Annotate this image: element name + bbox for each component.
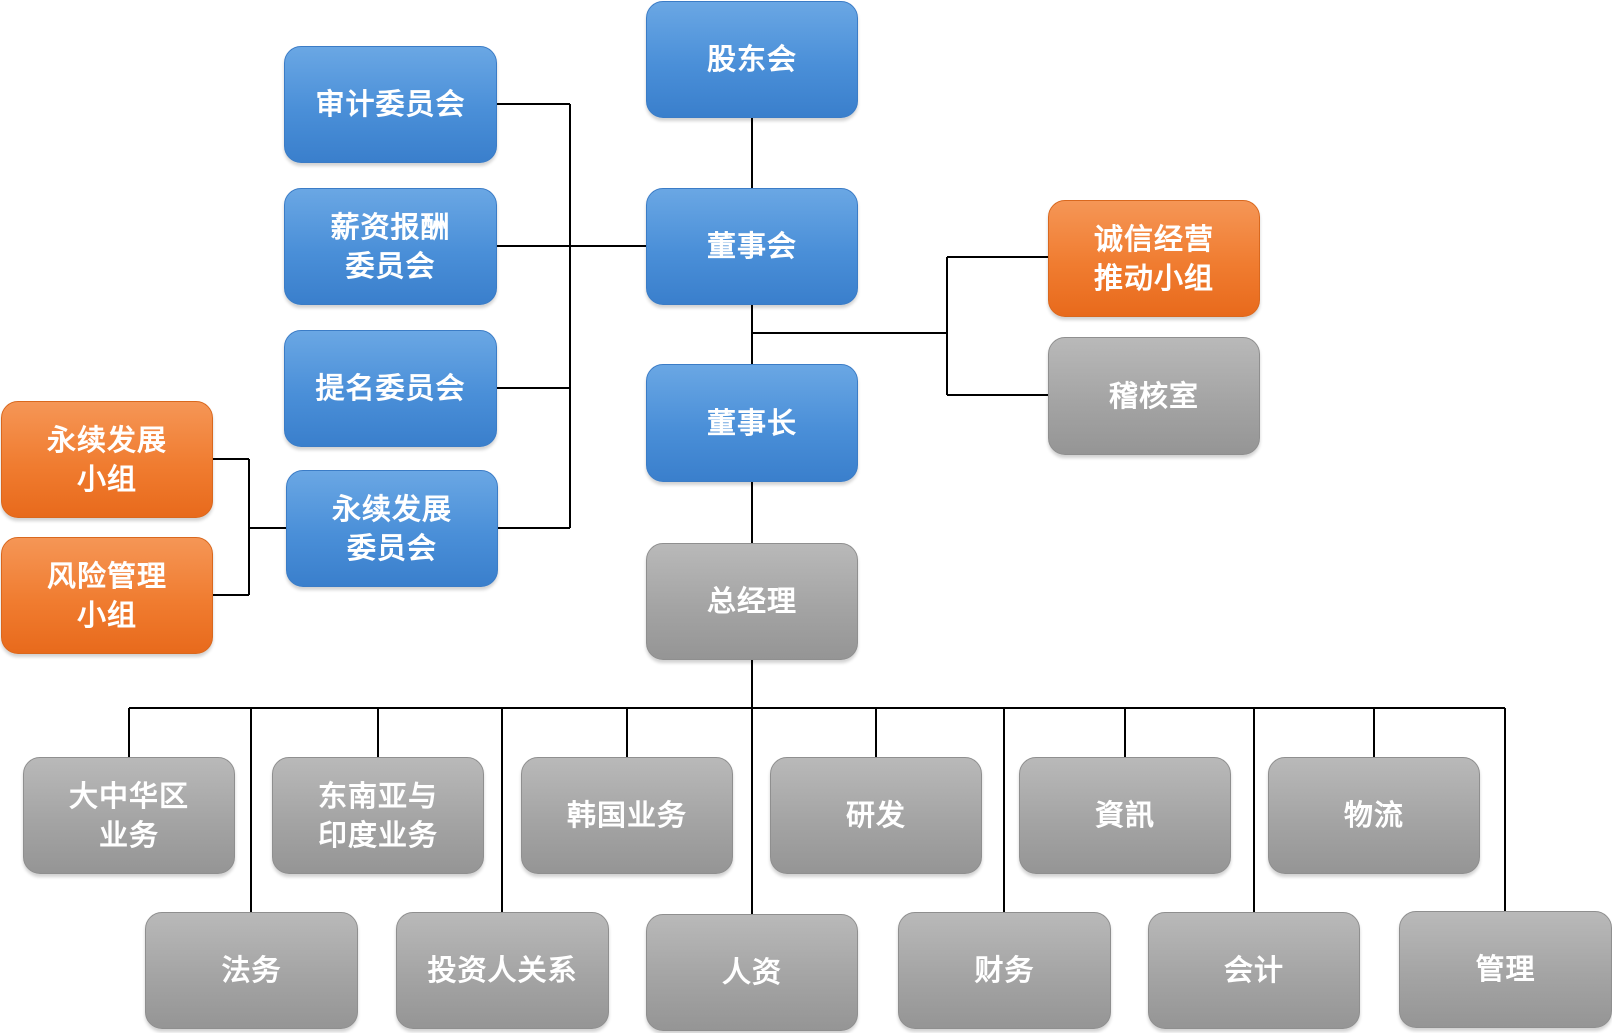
chairman-node: 董事长 [646,364,858,482]
sustainability-group-node: 永续发展 小组 [1,401,213,518]
compensation-committee-node: 薪资报酬 委员会 [284,188,497,305]
investor-relations-node: 投资人关系 [396,912,609,1029]
finance-node: 财务 [898,912,1111,1029]
it-node: 資訊 [1019,757,1231,874]
risk-management-group-node: 风险管理 小组 [1,537,213,654]
general-manager-node: 总经理 [646,543,858,660]
board-node: 董事会 [646,188,858,305]
accounting-node: 会计 [1148,912,1360,1029]
management-node: 管理 [1399,911,1612,1028]
logistics-node: 物流 [1268,757,1480,874]
legal-node: 法务 [145,912,358,1029]
rnd-node: 研发 [770,757,982,874]
korea-business-node: 韩国业务 [521,757,733,874]
greater-china-business-node: 大中华区 业务 [23,757,235,874]
integrity-group-node: 诚信经营 推动小组 [1048,200,1260,317]
sustainability-committee-node: 永续发展 委员会 [286,470,498,587]
shareholders-node: 股东会 [646,1,858,118]
hr-node: 人资 [646,914,858,1031]
audit-office-node: 稽核室 [1048,337,1260,455]
sea-india-business-node: 东南亚与 印度业务 [272,757,484,874]
audit-committee-node: 审计委员会 [284,46,497,163]
nomination-committee-node: 提名委员会 [284,330,497,447]
